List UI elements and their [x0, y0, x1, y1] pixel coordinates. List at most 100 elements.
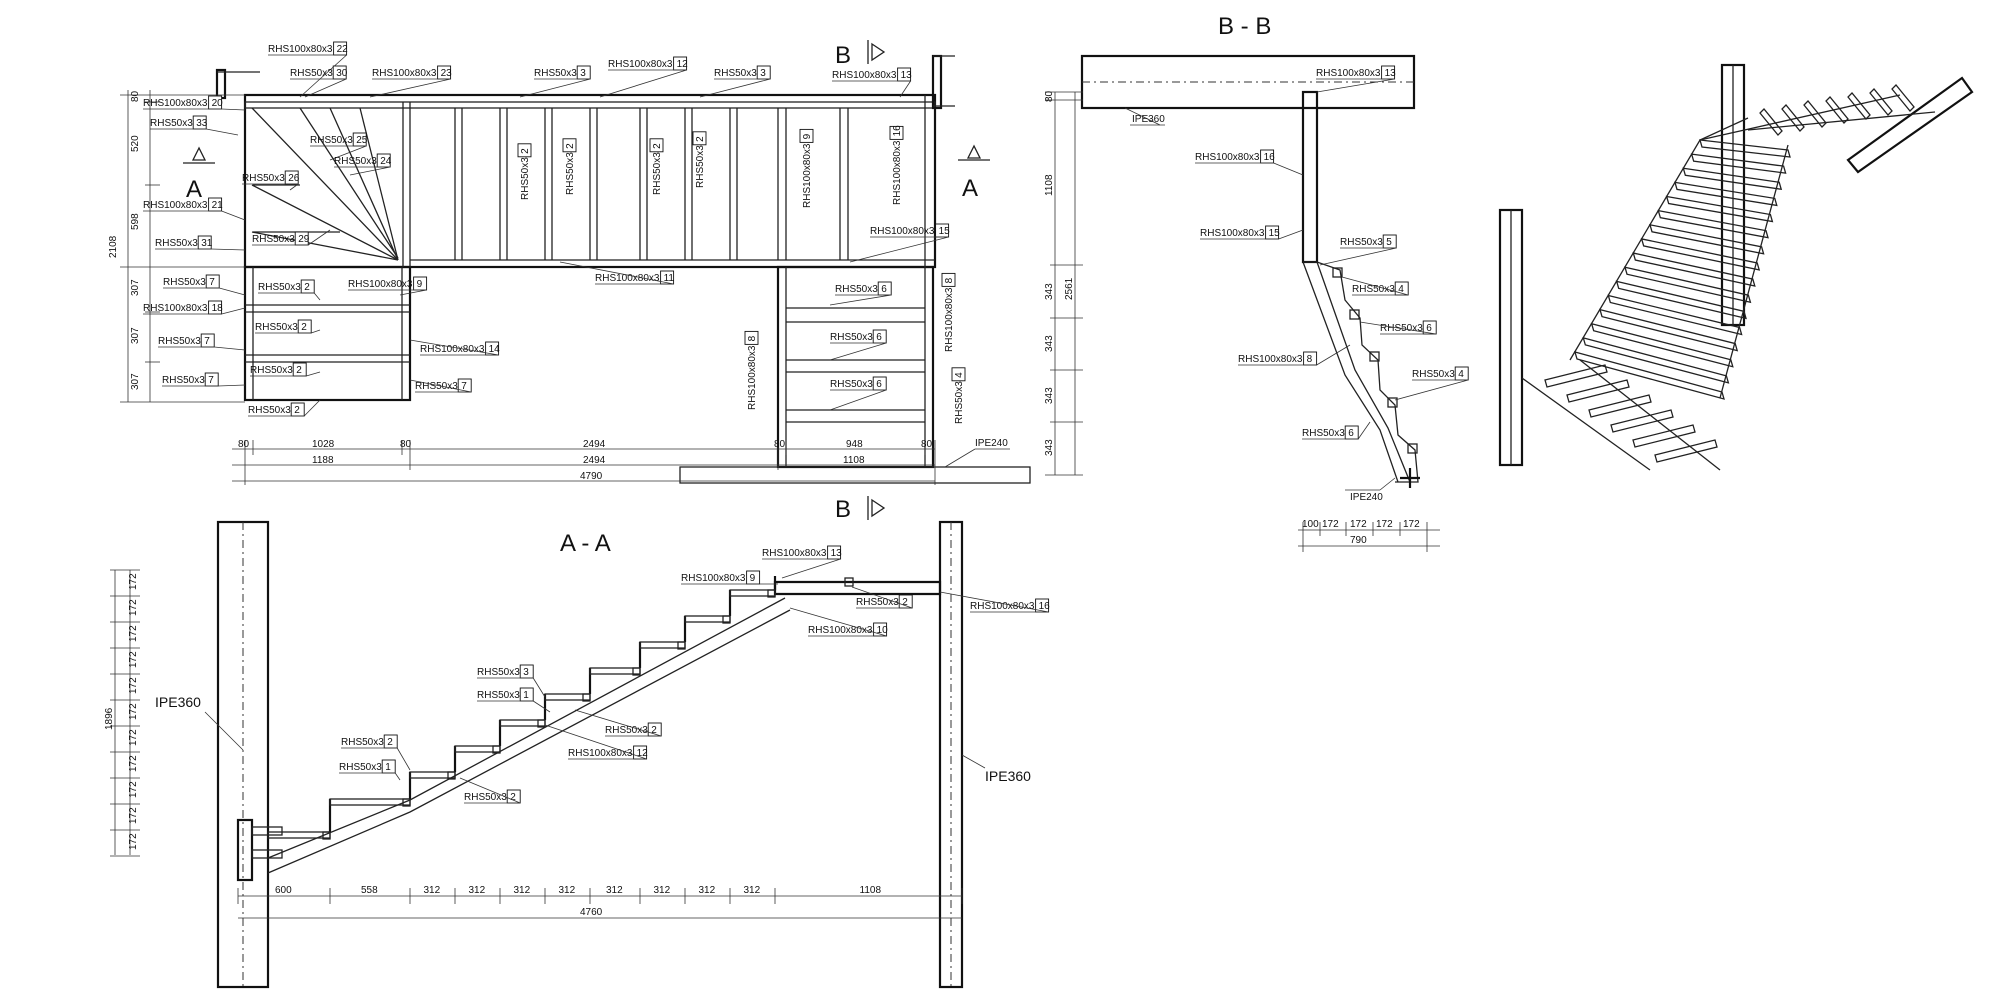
aa-dim-left-9: 172 — [128, 807, 139, 824]
elev-vlabel-1-box — [562, 138, 577, 153]
aa-label-7-text: RHS50x3 — [605, 725, 648, 736]
aa-dim-left-4: 172 — [128, 677, 139, 694]
iso-upper-tread-5 — [1869, 88, 1893, 116]
elev-label-30-number: 6 — [876, 379, 882, 390]
elev-vlabel-3-number: 2 — [695, 136, 706, 142]
aa-label-3-number: 16 — [1039, 601, 1051, 612]
bb-bottom-1: 172 — [1322, 519, 1339, 530]
elev-label-22-number: 7 — [461, 381, 467, 392]
elev-label-7-text: RHS100x80x3 — [143, 98, 208, 109]
elev-label-20-number: 14 — [489, 344, 501, 355]
elev-label-13-number: 31 — [201, 238, 213, 249]
elev-label-3-number: 3 — [580, 68, 586, 79]
section-bb-view: B - B IPE360 IPE240 80 1108 343 343 — [1044, 13, 1469, 552]
elev-ipe240-label: IPE240 — [975, 438, 1008, 449]
elev-label-4-number: 12 — [677, 59, 689, 70]
elev-label-8-text: RHS50x3 — [150, 118, 193, 129]
bb-dim-0: 80 — [1044, 90, 1055, 102]
section-bb-title: B - B — [1218, 13, 1271, 40]
elev-vlabel-6-box — [744, 330, 759, 345]
aa-label-7-number: 2 — [651, 725, 657, 736]
elev-label-1-text: RHS50x3 — [290, 68, 333, 79]
elev-label-19-number: 2 — [301, 322, 307, 333]
bb-ipe240-label: IPE240 — [1350, 492, 1383, 503]
elev-label-15-number: 7 — [209, 277, 215, 288]
dim-bottom-1-6: 80 — [921, 439, 933, 450]
aa-label-5-text: RHS50x3 — [477, 667, 520, 678]
bb-label-1-text: RHS100x80x3 — [1195, 152, 1260, 163]
bb-label-1: RHS100x80x3 16 — [1195, 149, 1304, 176]
iso-tread-6 — [1624, 266, 1752, 304]
elev-label-24-text: RHS50x3 — [162, 375, 205, 386]
aa-dim-left-3: 172 — [128, 651, 139, 668]
iso-lower-tread-1 — [1566, 379, 1630, 403]
elev-label-3-text: RHS50x3 — [534, 68, 577, 79]
iso-tread-13 — [1682, 167, 1783, 191]
iso-tread-11 — [1665, 195, 1774, 223]
iso-upper-tread-6 — [1891, 84, 1915, 112]
section-aa-title: A - A — [560, 530, 611, 557]
iso-lower-tread-4 — [1632, 424, 1696, 448]
aa-label-1-text: RHS100x80x3 — [681, 573, 746, 584]
aa-dim-bottom-1: 558 — [361, 885, 378, 896]
bb-label-6-text: RHS100x80x3 — [1238, 354, 1303, 365]
bb-label-3-number: 5 — [1386, 237, 1392, 248]
dim-left-total: 2108 — [108, 235, 119, 258]
elev-label-17-number: 9 — [417, 279, 423, 290]
elev-label-28-number: 6 — [881, 284, 887, 295]
aa-label-10-text: RHS50x3 — [339, 762, 382, 773]
aa-dim-left-7: 172 — [128, 755, 139, 772]
aa-dim-bottom-0: 600 — [275, 885, 292, 896]
iso-tread-8 — [1640, 238, 1761, 271]
iso-treads — [1544, 84, 1915, 463]
aa-steps — [267, 576, 777, 840]
dim-left-2: 598 — [130, 213, 141, 230]
elev-label-21-text: RHS50x3 — [158, 336, 201, 347]
section-marker-b-bottom: B — [835, 496, 851, 523]
iso-tread-14 — [1690, 153, 1787, 174]
elev-vlabel-8-text: RHS50x3 — [954, 381, 965, 424]
elev-label-13-text: RHS50x3 — [155, 238, 198, 249]
elev-label-9-text: RHS50x3 — [310, 135, 353, 146]
elev-label-27-text: RHS100x80x3 — [870, 226, 935, 237]
elev-vlabel-7-box — [941, 272, 956, 287]
iso-lower-tread-5 — [1654, 439, 1718, 463]
bb-label-1-number: 16 — [1264, 152, 1276, 163]
elev-label-17-text: RHS100x80x3 — [348, 279, 413, 290]
dim-left-0: 80 — [130, 90, 141, 102]
bb-dim-3: 343 — [1044, 335, 1055, 352]
dim-left-5: 307 — [130, 327, 141, 344]
aa-label-6-text: RHS50x3 — [477, 690, 520, 701]
aa-label-9-text: RHS50x3 — [341, 737, 384, 748]
elev-vlabel-4-number: 9 — [802, 133, 813, 139]
dim-bottom-2-0: 1188 — [312, 455, 334, 466]
elev-label-15-text: RHS50x3 — [163, 277, 206, 288]
section-marker-a-right: A — [962, 175, 978, 202]
aa-dim-left-1: 172 — [128, 599, 139, 616]
dim-bottom-1-1: 1028 — [312, 439, 335, 450]
aa-dim-bottom-total: 4760 — [580, 907, 603, 918]
